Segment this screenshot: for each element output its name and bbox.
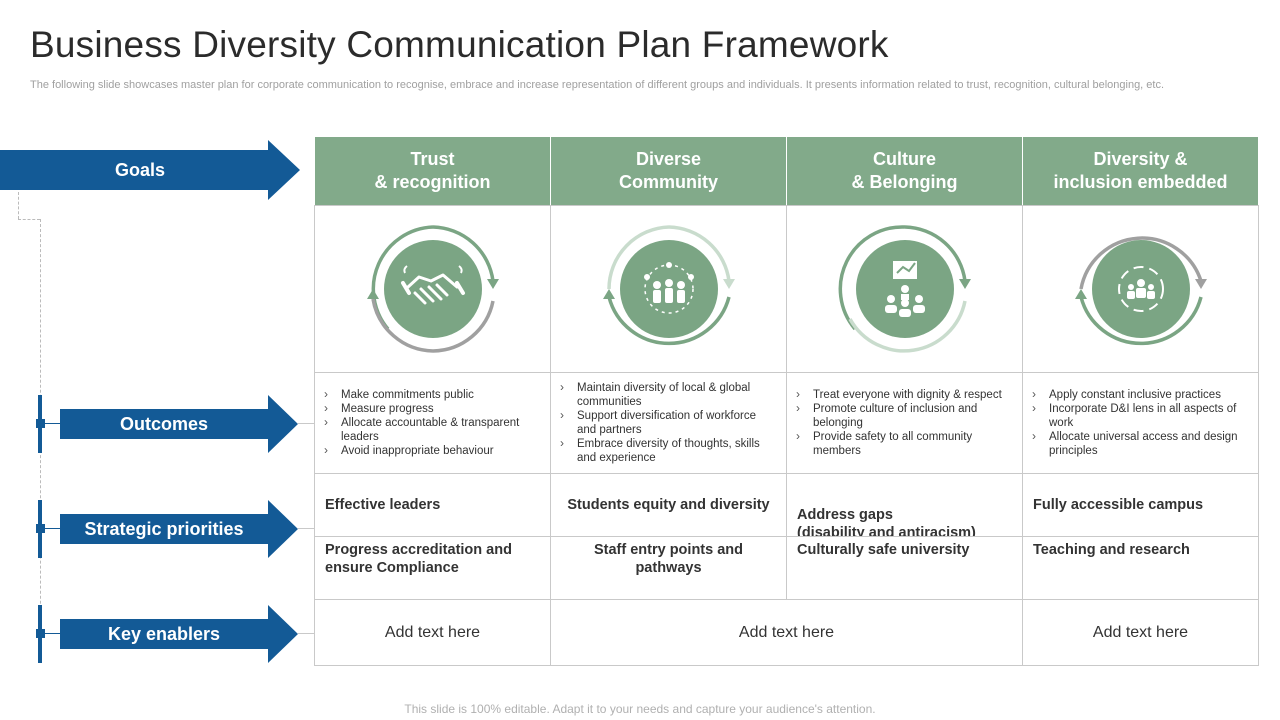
priority-cell: Effective leaders <box>314 473 551 537</box>
page-subtitle: The following slide showcases master pla… <box>30 79 1165 91</box>
list-item: Allocate universal access and design pri… <box>1029 429 1250 458</box>
priority-cell: Progress accreditation and ensure Compli… <box>314 536 551 600</box>
list-item: Measure progress <box>321 401 536 416</box>
list-item: Provide safety to all community members <box>793 429 1014 458</box>
enabler-cell: Add text here <box>1022 599 1259 666</box>
page-title: Business Diversity Communication Plan Fr… <box>30 24 889 65</box>
priority-text: Culturally safe university <box>797 542 970 558</box>
list-item: Maintain diversity of local & global com… <box>557 380 772 409</box>
priority-cell: Address gaps (disability and antiracism) <box>786 473 1023 541</box>
enabler-text: Add text here <box>1092 623 1189 641</box>
list-item: Allocate accountable & transparent leade… <box>321 415 536 444</box>
priority-cell: Teaching and research <box>1022 536 1259 600</box>
list-item: Support diversification of workforce and… <box>557 408 772 437</box>
enabler-cell: Add text here <box>314 599 551 666</box>
column-header: Trust& recognition <box>314 136 551 206</box>
outcomes-cell: Make commitments public Measure progress… <box>314 372 551 474</box>
list-item: Treat everyone with dignity & respect <box>793 387 1014 402</box>
priority-cell: Staff entry points and pathways <box>550 536 787 600</box>
list-item: Apply constant inclusive practices <box>1029 387 1250 402</box>
dashed-connector <box>18 192 19 219</box>
priority-cell: Fully accessible campus <box>1022 473 1259 537</box>
enabler-text: Add text here <box>738 623 835 641</box>
enablers-row-line <box>298 633 314 634</box>
dashed-connector <box>18 219 40 220</box>
goals-arrow: Goals <box>0 140 300 200</box>
outcomes-list: Treat everyone with dignity & respect Pr… <box>787 387 1022 458</box>
enabler-cell: Add text here <box>550 599 1023 666</box>
column-header: Diversity &inclusion embedded <box>1022 136 1259 206</box>
enabler-text: Add text here <box>384 623 481 641</box>
column-header: Culture& Belonging <box>786 136 1023 206</box>
icon-cell <box>1022 205 1259 373</box>
priority-text: Staff entry points and pathways <box>593 542 744 576</box>
priority-text: Teaching and research <box>1033 542 1190 558</box>
list-item: Promote culture of inclusion and belongi… <box>793 401 1014 430</box>
outcomes-cell: Apply constant inclusive practices Incor… <box>1022 372 1259 474</box>
priority-text: Students equity and diversity <box>567 497 770 513</box>
icon-cell <box>786 205 1023 373</box>
outcomes-label: Outcomes <box>119 413 209 434</box>
outcomes-connector <box>40 423 64 424</box>
strategic-row-line <box>298 528 314 529</box>
team-cycle-icon <box>1074 236 1207 346</box>
priority-text: Effective leaders <box>325 497 441 513</box>
priority-text: Address gaps (disability and antiracism) <box>797 507 976 541</box>
list-item: Embrace diversity of thoughts, skills an… <box>557 436 772 465</box>
outcomes-arrow: Outcomes <box>60 395 298 453</box>
outcomes-list: Apply constant inclusive practices Incor… <box>1023 387 1258 458</box>
outcomes-cell: Treat everyone with dignity & respect Pr… <box>786 372 1023 474</box>
outcomes-list: Maintain diversity of local & global com… <box>551 380 786 465</box>
footer-note: This slide is 100% editable. Adapt it to… <box>404 702 876 716</box>
goals-label: Goals <box>114 159 166 180</box>
list-item: Make commitments public <box>321 387 536 402</box>
handshake-icon <box>366 225 499 353</box>
icon-cell <box>314 205 551 373</box>
outcomes-row-line <box>298 423 314 424</box>
priority-cell: Culturally safe university <box>786 536 1023 600</box>
goals-marker <box>16 150 20 190</box>
list-item: Avoid inappropriate behaviour <box>321 443 536 458</box>
enablers-label: Key enablers <box>107 623 221 644</box>
outcomes-cell: Maintain diversity of local & global com… <box>550 372 787 474</box>
strategic-connector <box>40 528 64 529</box>
presentation-audience-icon <box>838 225 971 353</box>
strategic-arrow: Strategic priorities <box>60 500 298 558</box>
priority-text: Fully accessible campus <box>1033 497 1204 513</box>
list-item: Incorporate D&I lens in all aspects of w… <box>1029 401 1250 430</box>
enablers-arrow: Key enablers <box>60 605 298 663</box>
enablers-connector <box>40 633 64 634</box>
outcomes-list: Make commitments public Measure progress… <box>315 387 550 458</box>
community-icon <box>602 225 735 346</box>
strategic-label: Strategic priorities <box>84 518 244 539</box>
icon-cell <box>550 205 787 373</box>
priority-cell: Students equity and diversity <box>550 473 787 537</box>
priority-text: Progress accreditation and ensure Compli… <box>325 542 512 576</box>
